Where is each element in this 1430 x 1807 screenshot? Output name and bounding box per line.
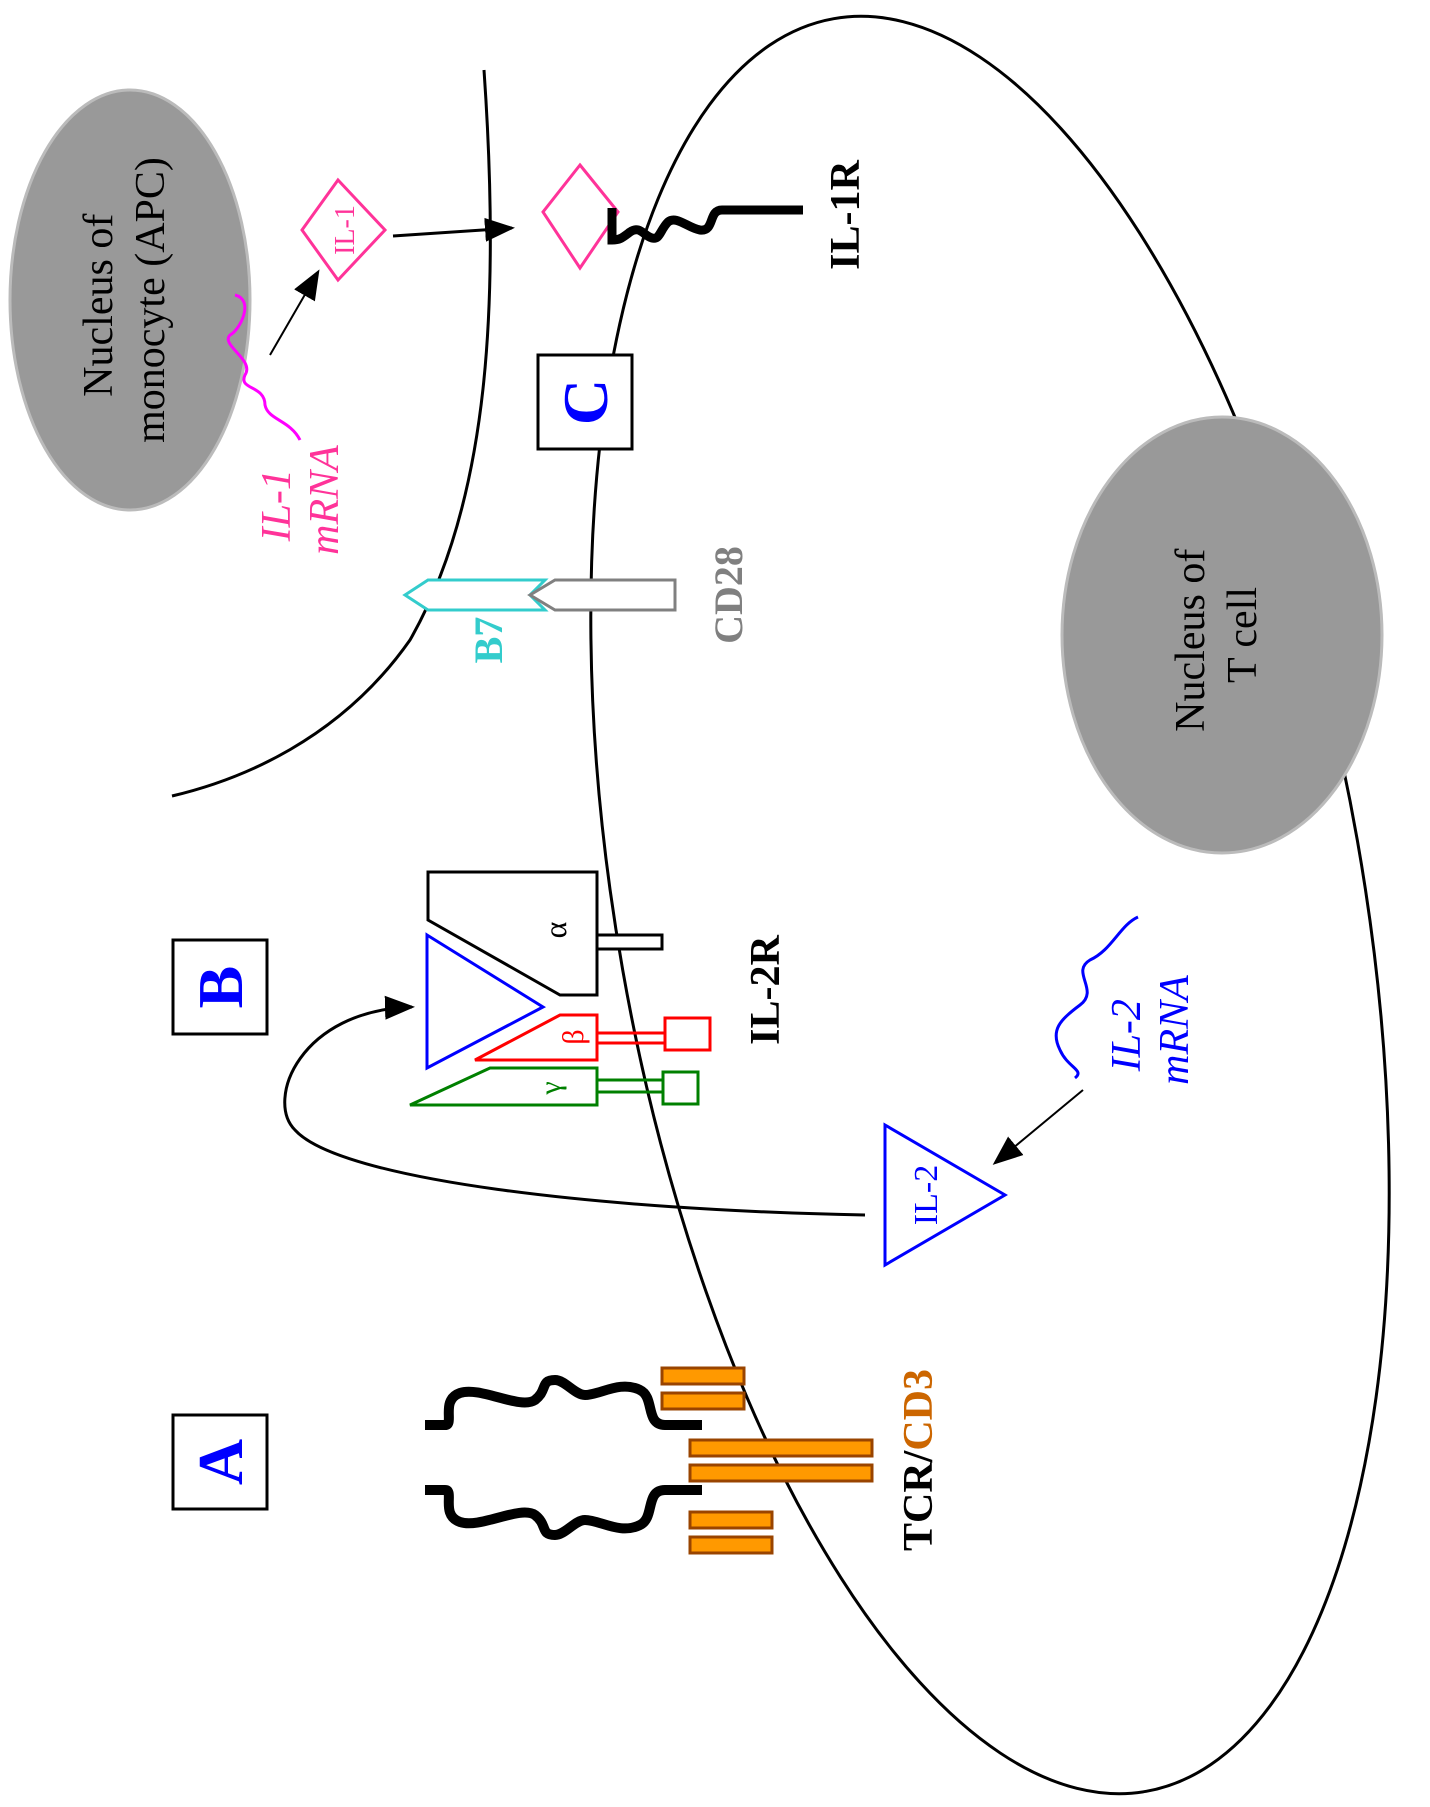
cd3-chain xyxy=(688,1510,774,1530)
b7-molecule xyxy=(402,578,549,612)
il1r-receptor xyxy=(607,205,803,245)
il2r-gamma-chain xyxy=(409,1066,599,1107)
apc-nucleus-label: Nucleus of monocyte (APC) xyxy=(76,157,174,443)
il2r-alpha-chain xyxy=(426,870,599,997)
tcr-alpha-chain xyxy=(425,1374,702,1430)
box-c-label: C xyxy=(550,379,621,425)
tcr-cd3-label: TCR/CD3 xyxy=(896,1369,942,1551)
cd3-chain xyxy=(660,1391,746,1411)
il2r-beta-chain xyxy=(474,1013,599,1062)
il1-mrna-label: IL-1 mRNA xyxy=(254,445,348,555)
apc-nucleus xyxy=(8,88,252,512)
il2-mrna-squiggle xyxy=(1054,915,1139,1080)
box-b xyxy=(171,938,269,1036)
t-cell-nucleus xyxy=(1060,415,1384,855)
il2r-alpha-tm xyxy=(595,933,664,951)
cd3-chain xyxy=(688,1535,774,1555)
il2-mrna-label: IL-2 mRNA xyxy=(1104,975,1198,1085)
il2r-label: IL-2R xyxy=(743,934,789,1044)
il1-translation-arrow xyxy=(269,269,320,356)
cd3-chain xyxy=(688,1438,874,1458)
box-b-label: B xyxy=(185,966,256,1009)
cd3-chain xyxy=(688,1463,874,1483)
beta-label: β xyxy=(557,1029,590,1044)
cd28-molecule xyxy=(527,578,677,612)
alpha-label: α xyxy=(537,921,573,938)
il2-translation-arrow xyxy=(992,1089,1084,1165)
il2r-beta-cyto xyxy=(663,1016,712,1052)
gamma-label: γ xyxy=(534,1081,567,1095)
il2-triangle xyxy=(883,1122,1008,1268)
b7-label: B7 xyxy=(466,617,511,664)
il2-label: IL-2 xyxy=(908,1165,945,1225)
cd28-label: CD28 xyxy=(706,546,751,644)
il1-mrna-squiggle xyxy=(226,293,302,441)
il2r-gamma-cyto xyxy=(661,1070,700,1106)
t-cell-nucleus-label: Nucleus of T cell xyxy=(1168,538,1266,732)
il1-bound-diamond xyxy=(541,162,620,271)
box-a xyxy=(171,1413,269,1511)
il1-binding-arrow xyxy=(392,217,515,242)
il1-diamond xyxy=(300,177,388,283)
box-a-label: A xyxy=(185,1439,256,1485)
il2-bound-triangle xyxy=(425,932,547,1071)
cd3-chain xyxy=(660,1366,746,1386)
il1-label: IL-1 xyxy=(330,205,361,255)
tcr-beta-chain xyxy=(425,1485,702,1541)
t-cell-membrane xyxy=(589,14,1391,1796)
box-c xyxy=(536,353,634,451)
il2-autocrine-arrow xyxy=(283,995,866,1217)
il1r-label: IL-1R xyxy=(823,159,869,269)
cd3-complex xyxy=(660,1366,874,1555)
